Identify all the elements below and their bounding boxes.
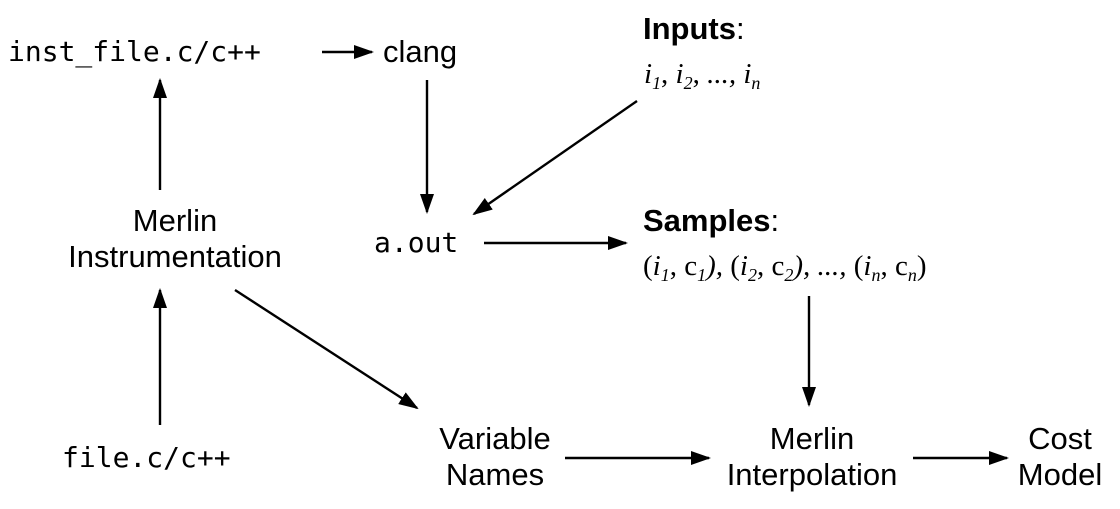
merlin-interpolation-node: Merlin Interpolation	[726, 421, 898, 492]
inst-file-node: inst_file.c/c++	[8, 35, 261, 68]
merlin-instrumentation-node: Merlin Instrumentation	[68, 203, 282, 274]
inputs-title: Inputs:	[643, 11, 745, 47]
variable-names-node: Variable Names	[439, 421, 551, 492]
inputs-sequence: i1, i2, ..., in	[644, 58, 761, 93]
samples-title: Samples:	[643, 203, 779, 239]
a-out-node: a.out	[374, 226, 459, 259]
file-node: file.c/c++	[62, 441, 231, 474]
arrow-inputs-to-a-out	[472, 100, 638, 216]
cost-model-node: Cost Model	[1017, 421, 1103, 492]
samples-sequence: (i1, c1), (i2, c2), ..., (in, cn)	[643, 250, 927, 285]
samples-title-colon: :	[770, 203, 780, 238]
clang-node: clang	[383, 34, 458, 69]
arrow-instr-to-variable-names	[234, 288, 419, 410]
samples-title-label: Samples	[643, 203, 771, 238]
inputs-title-colon: :	[736, 11, 745, 46]
inputs-title-label: Inputs	[643, 11, 736, 46]
